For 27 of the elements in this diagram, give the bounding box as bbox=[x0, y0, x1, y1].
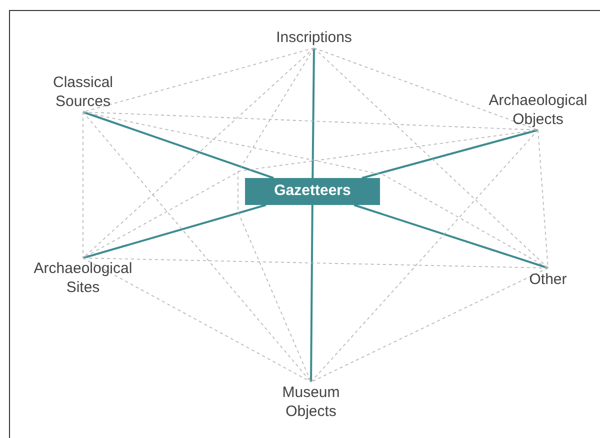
connector-line bbox=[312, 48, 315, 178]
dashed-connector bbox=[238, 48, 314, 382]
node-label: Classical Sources bbox=[33, 72, 133, 112]
connector-line bbox=[82, 204, 266, 259]
dashed-connector bbox=[314, 48, 538, 130]
dashed-connector bbox=[310, 130, 538, 382]
node-label: Archaeological Objects bbox=[478, 90, 598, 130]
node-label: Other bbox=[515, 268, 581, 290]
connector-line bbox=[310, 205, 314, 382]
dashed-connector bbox=[82, 112, 312, 382]
node-label: Inscriptions bbox=[259, 26, 369, 48]
connector-line bbox=[82, 111, 274, 179]
dashed-connector bbox=[82, 48, 314, 112]
dashed-connector bbox=[314, 48, 548, 268]
dashed-connector bbox=[82, 48, 314, 258]
connector-line bbox=[354, 204, 548, 269]
dashed-connector bbox=[82, 112, 538, 130]
dashed-connector bbox=[82, 112, 84, 258]
node-label: Archaeological Sites bbox=[23, 258, 143, 298]
dashed-connector bbox=[82, 258, 312, 382]
dashed-connector bbox=[538, 130, 548, 268]
dashed-connector bbox=[82, 258, 548, 268]
dashed-connector bbox=[82, 112, 548, 268]
connector-line bbox=[362, 129, 538, 179]
dashed-connector bbox=[310, 268, 548, 382]
node-label: Museum Objects bbox=[261, 382, 361, 422]
center-box: Gazetteers bbox=[245, 178, 380, 205]
